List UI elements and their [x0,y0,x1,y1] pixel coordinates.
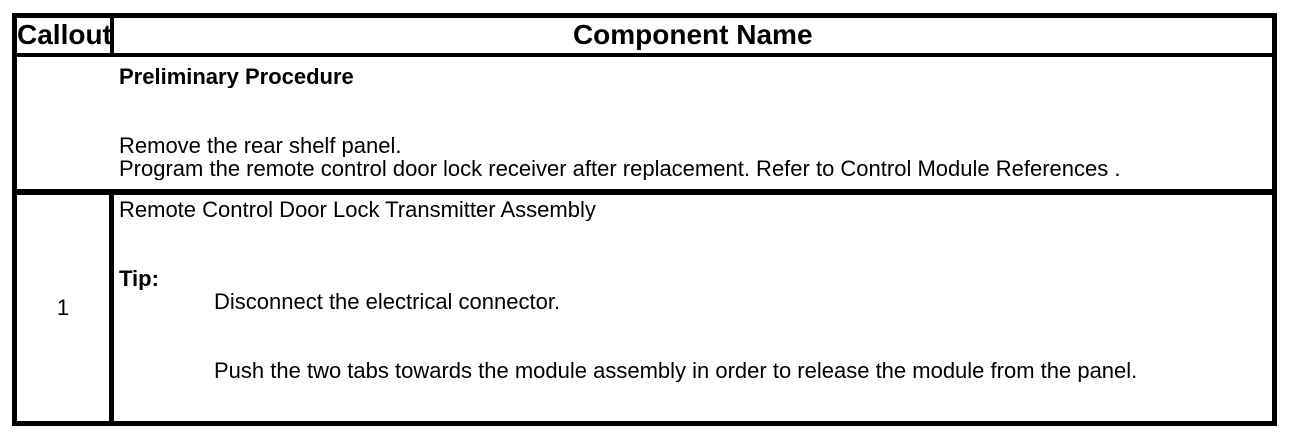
preliminary-step: Remove the rear shelf panel. [119,133,402,157]
preliminary-step: Program the remote control door lock rec… [119,156,1121,180]
tip-label: Tip: [119,266,159,290]
preliminary-procedure-row: Preliminary Procedure Remove the rear sh… [12,52,1277,195]
callout-number: 1 [56,294,70,320]
header-row: Callout Component Name [12,13,1277,57]
parts-table-container: Callout Component Name Preliminary Proce… [12,13,1277,426]
parts-table: Callout Component Name Preliminary Proce… [12,13,1277,426]
preliminary-steps: Remove the rear shelf panel. Program the… [119,134,1268,180]
component-name: Remote Control Door Lock Transmitter Ass… [119,197,596,221]
preliminary-procedure-title: Preliminary Procedure [119,64,354,88]
callout-cell: 1 [12,188,114,426]
preliminary-procedure-cell: Preliminary Procedure Remove the rear sh… [12,52,1277,195]
callout-column-header: Callout [12,13,114,57]
component-name-column-header: Component Name [109,13,1277,57]
tip-step: Disconnect the electrical connector. [214,289,561,313]
tip-step: Push the two tabs towards the module ass… [214,358,1138,382]
component-row: 1 Remote Control Door Lock Transmitter A… [12,188,1277,426]
component-cell: Remote Control Door Lock Transmitter Ass… [109,188,1277,426]
